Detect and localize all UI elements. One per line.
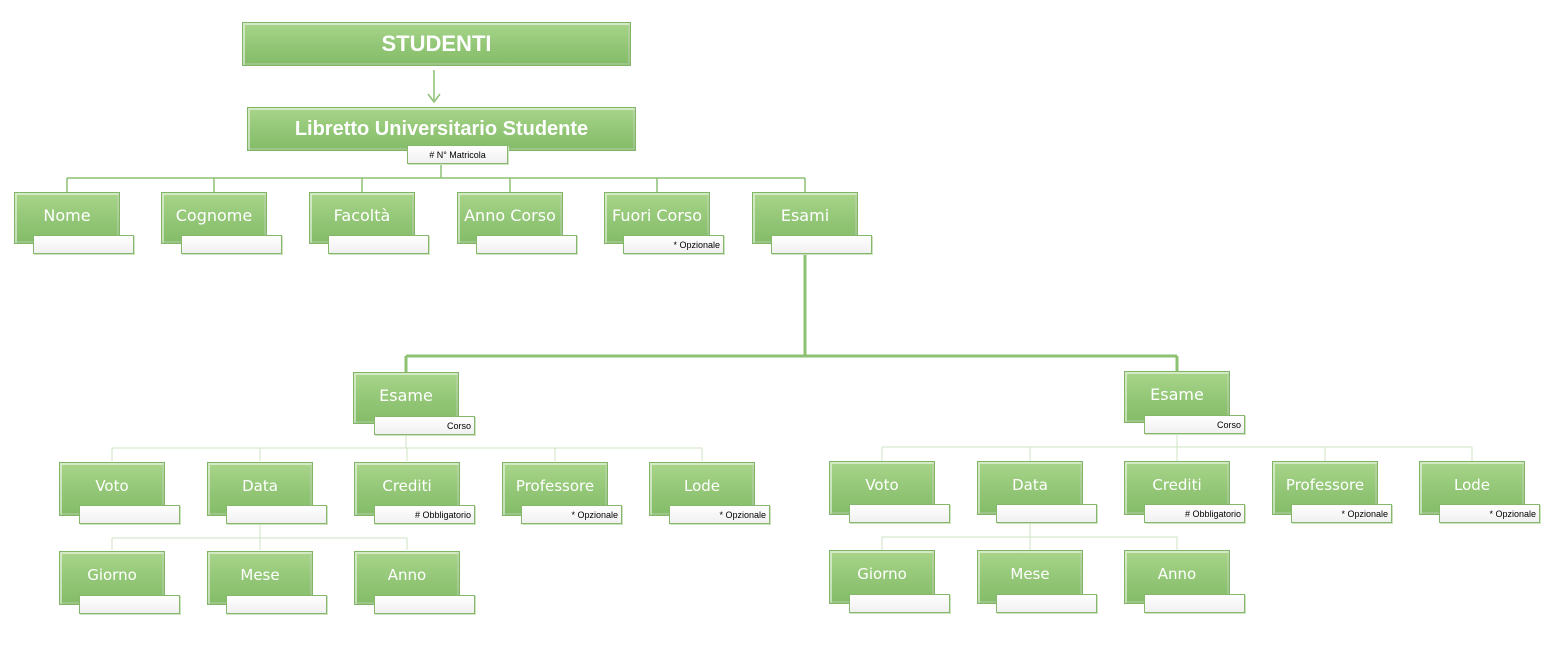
exam-field-tag: * Opzionale [521,505,622,524]
exam-field-label: Data [1012,476,1048,494]
root-label: STUDENTI [381,31,492,56]
exam-corso-tag: Corso [374,416,475,435]
date-part-label: Mese [240,566,280,584]
date-part-tag [1144,594,1245,613]
exam-field-label: Crediti [1152,476,1202,494]
exam-field-tag: # Obbligatorio [374,505,475,524]
date-part-tag [79,595,180,614]
date-part-tag [996,594,1097,613]
field-label: Anno Corso [464,206,556,225]
exam-field-tag: # Obbligatorio [1144,504,1245,523]
field-tag [328,235,429,254]
exam-field-tag: * Opzionale [669,505,770,524]
root-node-studenti: STUDENTI [242,22,631,66]
date-part-label: Anno [1157,565,1197,583]
date-part-tag [226,595,327,614]
exam-node-left: Esame [353,372,459,424]
field-label: Cognome [175,206,253,225]
libretto-label: Libretto Universitario Studente [294,117,589,140]
exam-field-tag [996,504,1097,523]
exam-label: Esame [1150,385,1204,404]
exam-field-label: Data [242,477,278,495]
field-label: Nome [43,206,91,225]
exam-field-label: Professore [515,477,595,495]
exam-field-tag: * Opzionale [1291,504,1392,523]
exam-field-tag [226,505,327,524]
date-part-label: Giorno [857,565,907,583]
field-label: Fuori Corso [611,206,703,225]
field-node-facolta: Facoltà [309,192,415,244]
date-part-label: Mese [1010,565,1050,583]
field-tag [181,235,282,254]
exam-field-label: Lode [683,477,721,495]
exam-field-tag [79,505,180,524]
exam-field-label: Voto [95,477,129,495]
exam-field-tag: * Opzionale [1439,504,1540,523]
field-label: Esami [780,206,830,225]
exam-field-label: Voto [865,476,899,494]
date-part-tag [849,594,950,613]
date-part-label: Giorno [87,566,137,584]
exam-label: Esame [379,386,433,405]
field-tag [771,235,872,254]
date-part-tag [374,595,475,614]
exam-field-label: Professore [1285,476,1365,494]
date-part-label: Anno [387,566,427,584]
exam-field-label: Lode [1453,476,1491,494]
field-tag: * Opzionale [623,235,724,254]
field-tag [33,235,134,254]
libretto-matricola-tag: # N° Matricola [407,145,508,164]
field-tag [476,235,577,254]
libretto-node: Libretto Universitario Studente [247,107,636,151]
exam-field-tag [849,504,950,523]
root-arrow-head [427,93,441,104]
exam-field-label: Crediti [382,477,432,495]
exam-corso-tag: Corso [1144,415,1245,434]
field-label: Facoltà [333,206,391,225]
